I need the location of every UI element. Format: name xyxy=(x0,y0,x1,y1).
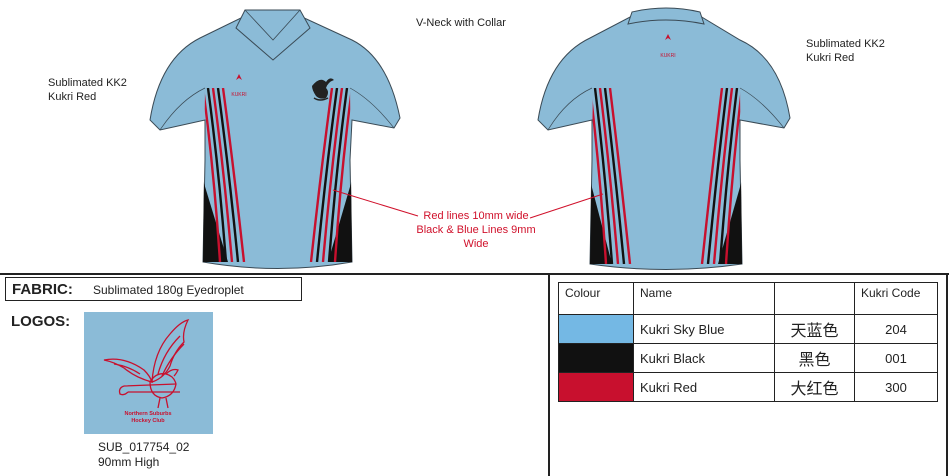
colour-row: Kukri Black 黑色 001 xyxy=(558,343,938,373)
callout-lines xyxy=(332,189,604,219)
colour-chinese-name: 黑色 xyxy=(774,343,855,373)
front-collar xyxy=(235,9,311,61)
colour-code: 204 xyxy=(854,314,938,344)
header-name: Name xyxy=(633,282,775,315)
front-crest-icon xyxy=(312,78,334,101)
fabric-box: FABRIC: Sublimated 180g Eyedroplet xyxy=(5,277,302,301)
logo-details: SUB_017754_02 90mm High xyxy=(98,440,189,470)
back-note-line2: Kukri Red xyxy=(806,52,855,64)
fabric-value: Sublimated 180g Eyedroplet xyxy=(93,283,244,297)
callout-line2: Black & Blue Lines 9mm Wide xyxy=(416,224,536,250)
logo-code: SUB_017754_02 xyxy=(98,440,190,454)
colour-table-header: Colour Name Kukri Code xyxy=(558,282,938,315)
logo-club-name-line2: Hockey Club xyxy=(131,418,165,424)
colour-code: 001 xyxy=(854,343,938,373)
callout-line1: Red lines 10mm wide xyxy=(423,210,529,222)
colour-name: Kukri Sky Blue xyxy=(633,314,775,344)
colour-code: 300 xyxy=(854,372,938,402)
back-note-line1: Sublimated KK2 xyxy=(806,38,885,50)
header-code: Kukri Code xyxy=(854,282,938,315)
header-chinese xyxy=(774,282,855,315)
colour-chinese-name: 天蓝色 xyxy=(774,314,855,344)
front-shirt-body xyxy=(149,15,401,269)
svg-text:KUKRI: KUKRI xyxy=(660,53,675,59)
section-border xyxy=(946,275,948,476)
spec-section xyxy=(0,273,949,476)
colour-row: Kukri Sky Blue 天蓝色 204 xyxy=(558,314,938,344)
front-shirt: KUKRI xyxy=(149,9,401,269)
back-print-note: Sublimated KK2 Kukri Red xyxy=(806,37,885,65)
front-note-line1: Sublimated KK2 xyxy=(48,77,127,89)
back-collar xyxy=(627,7,705,25)
front-note-line2: Kukri Red xyxy=(48,91,97,103)
stripe-width-callout: Red lines 10mm wide Black & Blue Lines 9… xyxy=(406,209,546,251)
back-brand-logo: KUKRI xyxy=(660,34,676,59)
club-eagle-logo-icon: Northern Suburbs Hockey Club xyxy=(103,319,190,424)
logo-club-name-line1: Northern Suburbs xyxy=(124,411,171,417)
logo-size: 90mm High xyxy=(98,455,160,469)
colour-row: Kukri Red 大红色 300 xyxy=(558,372,938,402)
neck-style-label: V-Neck with Collar xyxy=(416,17,506,29)
club-logo-panel: Northern Suburbs Hockey Club xyxy=(84,312,213,434)
colour-swatch xyxy=(558,314,634,344)
design-area: KUKRI xyxy=(48,7,885,270)
section-divider xyxy=(548,275,550,476)
colour-swatch xyxy=(558,343,634,373)
logos-label: LOGOS: xyxy=(11,313,71,330)
colour-swatch xyxy=(558,372,634,402)
svg-text:KUKRI: KUKRI xyxy=(231,92,246,98)
colour-chinese-name: 大红色 xyxy=(774,372,855,402)
shirt-drawings: KUKRI xyxy=(149,7,791,270)
front-print-note: Sublimated KK2 Kukri Red xyxy=(48,76,127,104)
front-brand-logo: KUKRI xyxy=(231,74,247,98)
colour-name: Kukri Red xyxy=(633,372,775,402)
colour-name: Kukri Black xyxy=(633,343,775,373)
back-shirt: KUKRI xyxy=(537,7,791,270)
colour-table: Colour Name Kukri Code Kukri Sky Blue 天蓝… xyxy=(558,282,938,402)
header-colour: Colour xyxy=(558,282,634,315)
fabric-label: FABRIC: xyxy=(12,281,73,298)
